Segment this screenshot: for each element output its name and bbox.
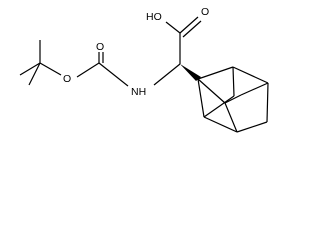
bond-tbu-methyl-left (19, 62, 41, 76)
bond-adamantane-10 (224, 94, 242, 104)
bond-adamantane-1 (197, 66, 234, 80)
boc-carbamate (76, 52, 129, 87)
bond-acid-carbonyl-double-b (182, 20, 202, 38)
bond-tbu-to-ester-oxygen (39, 62, 62, 76)
bond-acid-carbonyl-double-a (179, 16, 199, 34)
tert-butyl-group (19, 40, 62, 86)
bond-adamantane-12 (203, 95, 235, 118)
bond-tbu-methyl-lower (28, 62, 41, 86)
bond-adamantane-11 (240, 82, 269, 96)
amine-label: NH (131, 86, 146, 98)
stereo-wedge-bond (180, 64, 201, 81)
adamantyl-group (197, 66, 269, 133)
bond-nitrogen-to-alpha-carbon (153, 63, 181, 86)
bond-adamantane-2 (232, 66, 269, 84)
structural-formula: HO O O O NH (19, 6, 269, 133)
bond-ester-oxygen-to-carbonyl (76, 62, 100, 78)
bond-adamantane-9 (232, 66, 235, 97)
bond-adamantane-5 (203, 116, 238, 133)
bond-adamantane-3 (266, 82, 269, 123)
bond-adamantane-8 (224, 102, 238, 133)
bond-acid-carbon-to-hydroxyl (165, 21, 181, 34)
bond-adamantane-4 (236, 121, 268, 133)
alpha-carbon-acid (153, 16, 202, 86)
ester-oxygen-label: O (63, 73, 71, 85)
hydroxyl-label: HO (146, 11, 162, 23)
bond-carbonyl-to-nitrogen (98, 62, 129, 87)
carbamate-carbonyl-oxygen-label: O (96, 41, 104, 53)
acid-carbonyl-oxygen-label: O (201, 6, 209, 18)
bond-adamantane-6 (197, 78, 205, 118)
bond-adamantane-7 (197, 78, 226, 104)
